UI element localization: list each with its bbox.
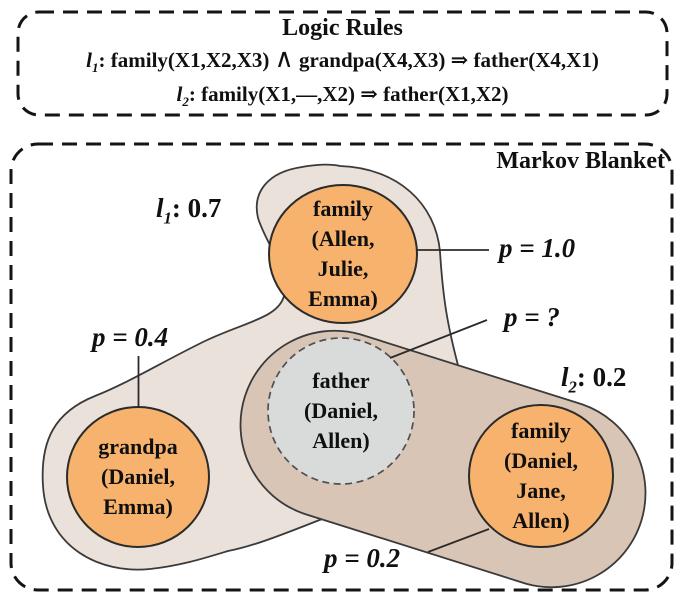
node-family-allen-julie-emma-circle <box>268 184 418 324</box>
logical-and-symbol: ∧ <box>274 44 294 73</box>
node-text-line: Allen) <box>312 428 370 453</box>
rule2-symbol: l <box>176 82 183 106</box>
node-label-father-daniel-allen: father (Daniel, Allen) <box>261 366 421 456</box>
node-text-line: (Daniel, <box>304 398 378 423</box>
node-text-line: Emma) <box>308 286 378 311</box>
prob-label-left: p = 0.4 <box>92 322 169 352</box>
prob-label-center: p = ? <box>504 302 560 332</box>
node-text-line: family <box>313 196 373 221</box>
markov-blanket-box-border <box>9 142 674 592</box>
logic-rule-1: l1: family(X1,X2,X3) ∧ grandpa(X4,X3) ⇒ … <box>18 46 667 76</box>
logic-rule-2: l2: family(X1,—,X2) ⇒ father(X1,X2) <box>18 80 667 110</box>
node-text-line: grandpa <box>98 434 178 459</box>
node-label-grandpa-daniel-emma: grandpa (Daniel, Emma) <box>58 432 218 522</box>
node-family-daniel-jane-allen-circle <box>468 404 614 548</box>
markov-blanket-title: Markov Blanket <box>496 148 665 174</box>
connector-p-center <box>389 319 488 359</box>
rule1-symbol: l <box>86 48 92 72</box>
rule2-weight-label: l2: 0.2 <box>561 362 626 397</box>
node-text-line: (Daniel, <box>504 448 578 473</box>
node-label-family-allen-julie-emma: family (Allen, Julie, Emma) <box>263 194 423 314</box>
node-text-line: (Allen, <box>311 226 375 251</box>
rule1-weight-label: l1: 0.7 <box>156 193 221 228</box>
node-text-line: family <box>511 418 571 443</box>
node-text-line: Julie, <box>317 256 369 281</box>
node-label-family-daniel-jane-allen: family (Daniel, Jane, Allen) <box>461 416 621 536</box>
prob-label-bottom: p = 0.2 <box>324 543 401 573</box>
node-text-line: Jane, <box>516 478 566 503</box>
rule1-weight-symbol: l <box>156 193 164 223</box>
node-text-line: Allen) <box>512 508 570 533</box>
rule1-weight-value: : 0.7 <box>171 193 222 223</box>
rule2-subscript: 2 <box>182 94 189 110</box>
node-text-line: father <box>312 368 370 393</box>
rule2-body-a: : family(X1,—,X2) ⇒ father(X1,X2) <box>188 82 509 106</box>
rule1-weight-subscript: 1 <box>163 208 172 228</box>
logic-rules-box-border <box>16 10 669 117</box>
node-father-daniel-allen-circle <box>267 337 415 485</box>
rule2-weight-value: : 0.2 <box>576 362 627 392</box>
rule1-body-b: grandpa(X4,X3) ⇒ father(X4,X1) <box>293 48 599 72</box>
node-text-line: (Daniel, <box>101 464 175 489</box>
node-text-line: Emma) <box>103 494 173 519</box>
rule1-body-a: : family(X1,X2,X3) <box>98 48 275 72</box>
rule1-subscript: 1 <box>92 60 99 76</box>
rule2-weight-symbol: l <box>561 362 569 392</box>
rule2-weight-subscript: 2 <box>568 377 577 397</box>
prob-label-top: p = 1.0 <box>499 233 576 263</box>
logic-rules-title: Logic Rules <box>282 15 403 41</box>
connector-p-bottom <box>427 528 490 553</box>
